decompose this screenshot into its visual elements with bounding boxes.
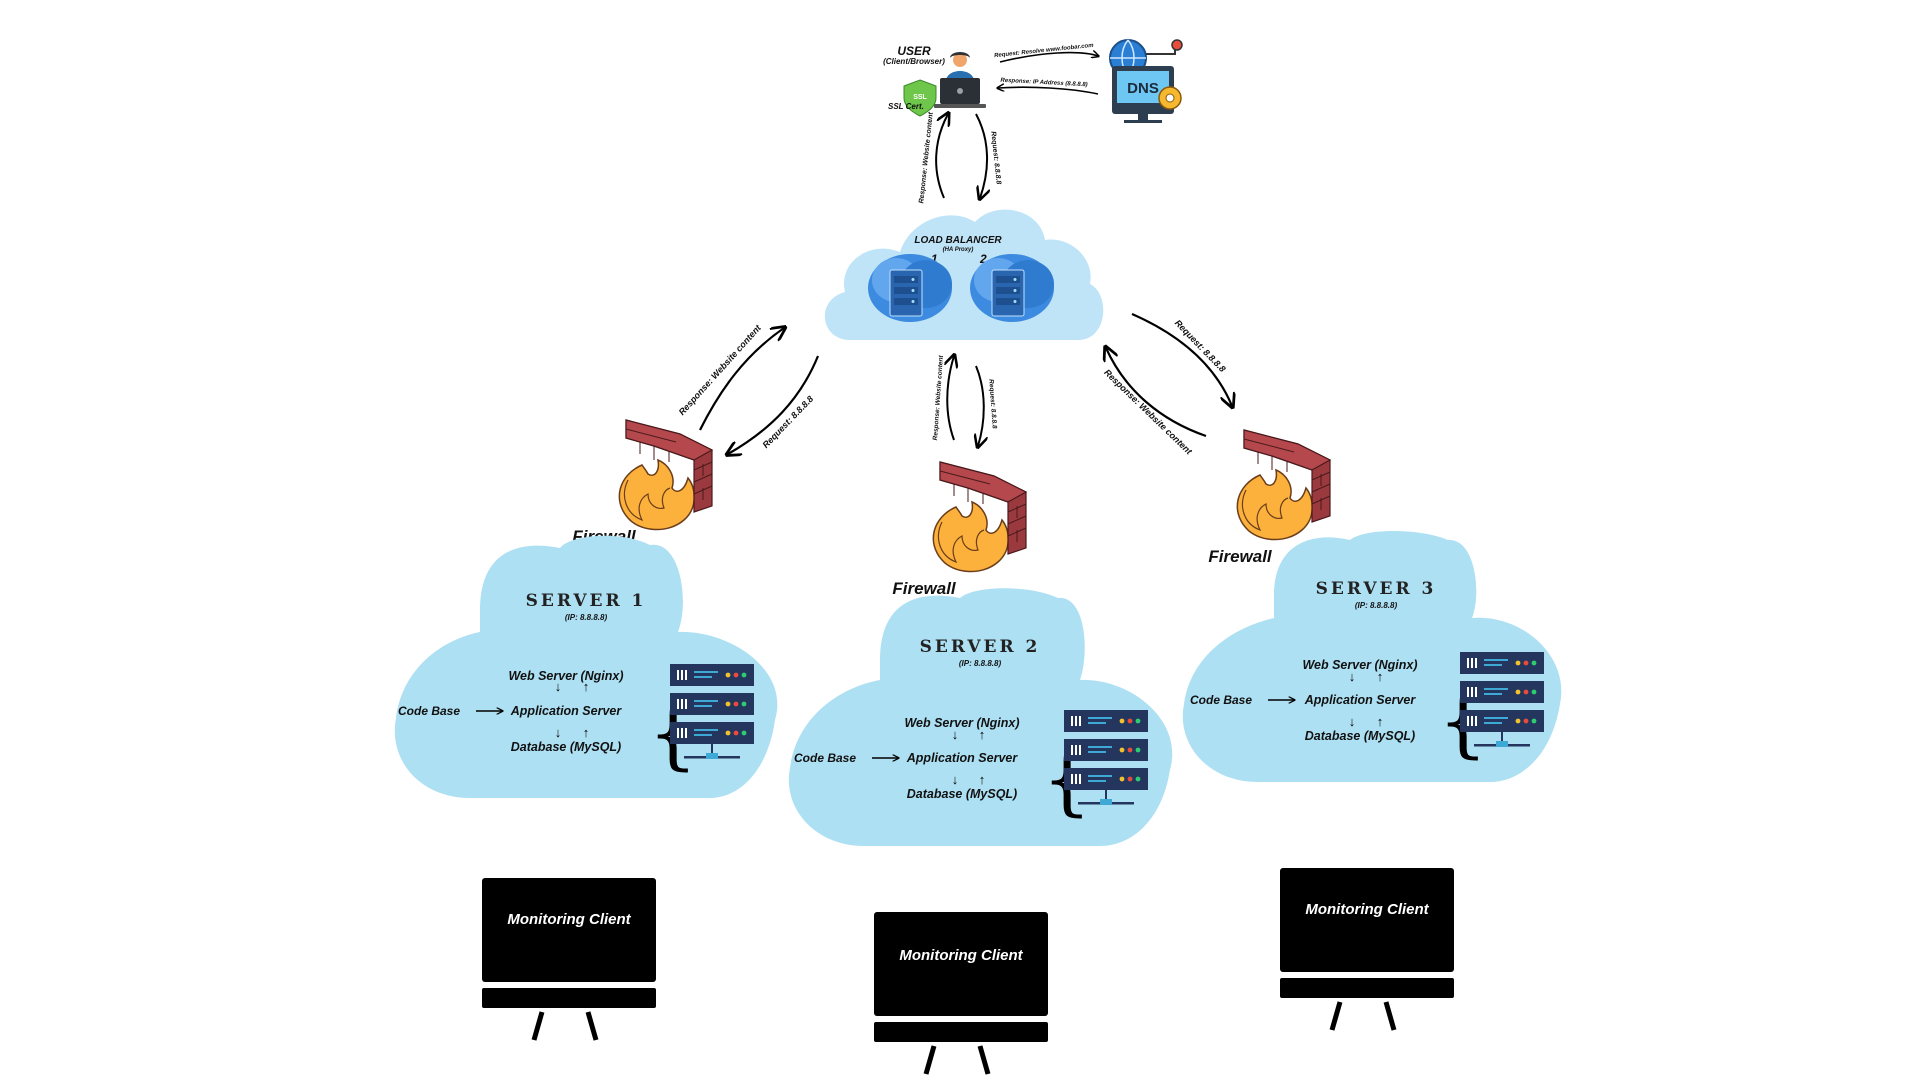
server2-cloud: SERVER 2 (IP: 8.8.8.8) Web Server (Nginx…: [788, 588, 1173, 846]
server2-up-arrow-2: ↑: [979, 772, 986, 787]
dns-label: DNS: [1127, 80, 1159, 97]
server1-app-server: Application Server: [510, 704, 623, 718]
server2-up-arrow-1: ↑: [979, 727, 986, 742]
server3-database: Database (MySQL): [1305, 729, 1415, 743]
server3-up-arrow-1: ↑: [1377, 669, 1384, 684]
dns-server-icon: DNS: [1109, 39, 1183, 123]
lb-subtitle: (HA Proxy): [943, 247, 974, 253]
dns-request-label: Request: Resolve www.foobar.com: [994, 43, 1095, 59]
monitor3-label: Monitoring Client: [1305, 901, 1429, 918]
ssl-cert-label: SSL Cert.: [888, 102, 924, 111]
lb-title: LOAD BALANCER: [914, 235, 1002, 246]
lb-node2-label: 2: [979, 252, 987, 266]
dns-response-arrow: [998, 87, 1099, 95]
server3-request-label: Request: 8.8.8.8: [1173, 318, 1228, 374]
server3-down-arrow-1: ↓: [1349, 669, 1356, 684]
server1-title: SERVER 1: [526, 591, 647, 611]
server3-response-arrow: [1106, 348, 1207, 438]
user-laptop-icon: [934, 52, 986, 108]
server3-response-label: Response: Website content: [1102, 367, 1194, 457]
user-to-lb-arrow: [975, 113, 987, 198]
firewall-icon-2: [932, 461, 1027, 573]
load-balancer-cloud: LOAD BALANCER (HA Proxy) 1 2: [824, 209, 1104, 340]
server2-title: SERVER 2: [920, 637, 1041, 657]
server1-response-arrow: [699, 328, 784, 431]
server1-up-arrow-1: ↑: [583, 679, 590, 694]
server3-code-base: Code Base: [1190, 693, 1252, 707]
server2-request-arrow: [976, 365, 984, 446]
firewall-icon-1: [618, 419, 713, 531]
lb-to-user-arrow: [935, 114, 948, 199]
server3-title: SERVER 3: [1316, 579, 1437, 599]
server3-web-server: Web Server (Nginx): [1302, 658, 1417, 672]
server3-up-arrow-2: ↑: [1377, 714, 1384, 729]
server2-response-label: Response: Website content: [932, 354, 945, 440]
server2-ip: (IP: 8.8.8.8): [959, 659, 1002, 668]
user-node: SSL SSL Cert. USER (Client/Browser): [883, 44, 986, 117]
ssl-badge-text: SSL: [913, 94, 927, 101]
lb-node1-icon: [867, 253, 953, 323]
server1-request-label: Request: 8.8.8.8: [760, 394, 815, 450]
server3-request-arrow: [1131, 312, 1232, 406]
server2-response-arrow: [947, 356, 954, 441]
server2-web-server: Web Server (Nginx): [904, 716, 1019, 730]
server1-response-label: Response: Website content: [677, 322, 764, 417]
firewall-label-2: Firewall: [892, 579, 957, 598]
lb-node2-icon: [969, 253, 1055, 323]
server2-code-base: Code Base: [794, 751, 856, 765]
server2-app-server: Application Server: [906, 751, 1019, 765]
user-request-label: Request: 8.8.8.8: [989, 131, 1002, 185]
server1-up-arrow-2: ↑: [583, 725, 590, 740]
dns-request-arrow: [999, 53, 1098, 63]
server2-down-arrow-2: ↓: [952, 772, 959, 787]
user-title: USER: [897, 44, 931, 58]
server1-cloud: SERVER 1 (IP: 8.8.8.8) Web Server (Nginx…: [394, 535, 778, 798]
dns-response-label: Response: IP Address (8.8.8.8): [1000, 78, 1087, 89]
server2-request-label: Request: 8.8.8.8: [987, 379, 997, 429]
monitoring-client-1: Monitoring Client: [482, 878, 656, 1040]
firewall-label-3: Firewall: [1208, 547, 1273, 566]
server1-request-arrow: [728, 355, 820, 454]
server3-cloud: SERVER 3 (IP: 8.8.8.8) Web Server (Nginx…: [1182, 531, 1562, 782]
server2-database: Database (MySQL): [907, 787, 1017, 801]
gear-icon: [1158, 86, 1182, 110]
user-subtitle: (Client/Browser): [883, 57, 945, 66]
server1-down-arrow-1: ↓: [555, 679, 562, 694]
server2-down-arrow-1: ↓: [952, 727, 959, 742]
server1-ip: (IP: 8.8.8.8): [565, 613, 608, 622]
monitoring-client-2: Monitoring Client: [874, 912, 1048, 1074]
server1-database: Database (MySQL): [511, 740, 621, 754]
server3-app-server: Application Server: [1304, 693, 1417, 707]
server1-code-base: Code Base: [398, 704, 460, 718]
user-response-label: Response: Website content: [918, 111, 935, 204]
firewall-icon-3: [1236, 429, 1331, 541]
server1-web-server: Web Server (Nginx): [508, 669, 623, 683]
monitoring-client-3: Monitoring Client: [1280, 868, 1454, 1030]
monitor1-label: Monitoring Client: [507, 911, 631, 928]
lb-node1-label: 1: [931, 252, 938, 266]
monitor2-label: Monitoring Client: [899, 947, 1023, 964]
ssl-shield-icon: SSL: [903, 79, 937, 117]
server1-down-arrow-2: ↓: [555, 725, 562, 740]
server3-down-arrow-2: ↓: [1349, 714, 1356, 729]
server3-ip: (IP: 8.8.8.8): [1355, 601, 1398, 610]
